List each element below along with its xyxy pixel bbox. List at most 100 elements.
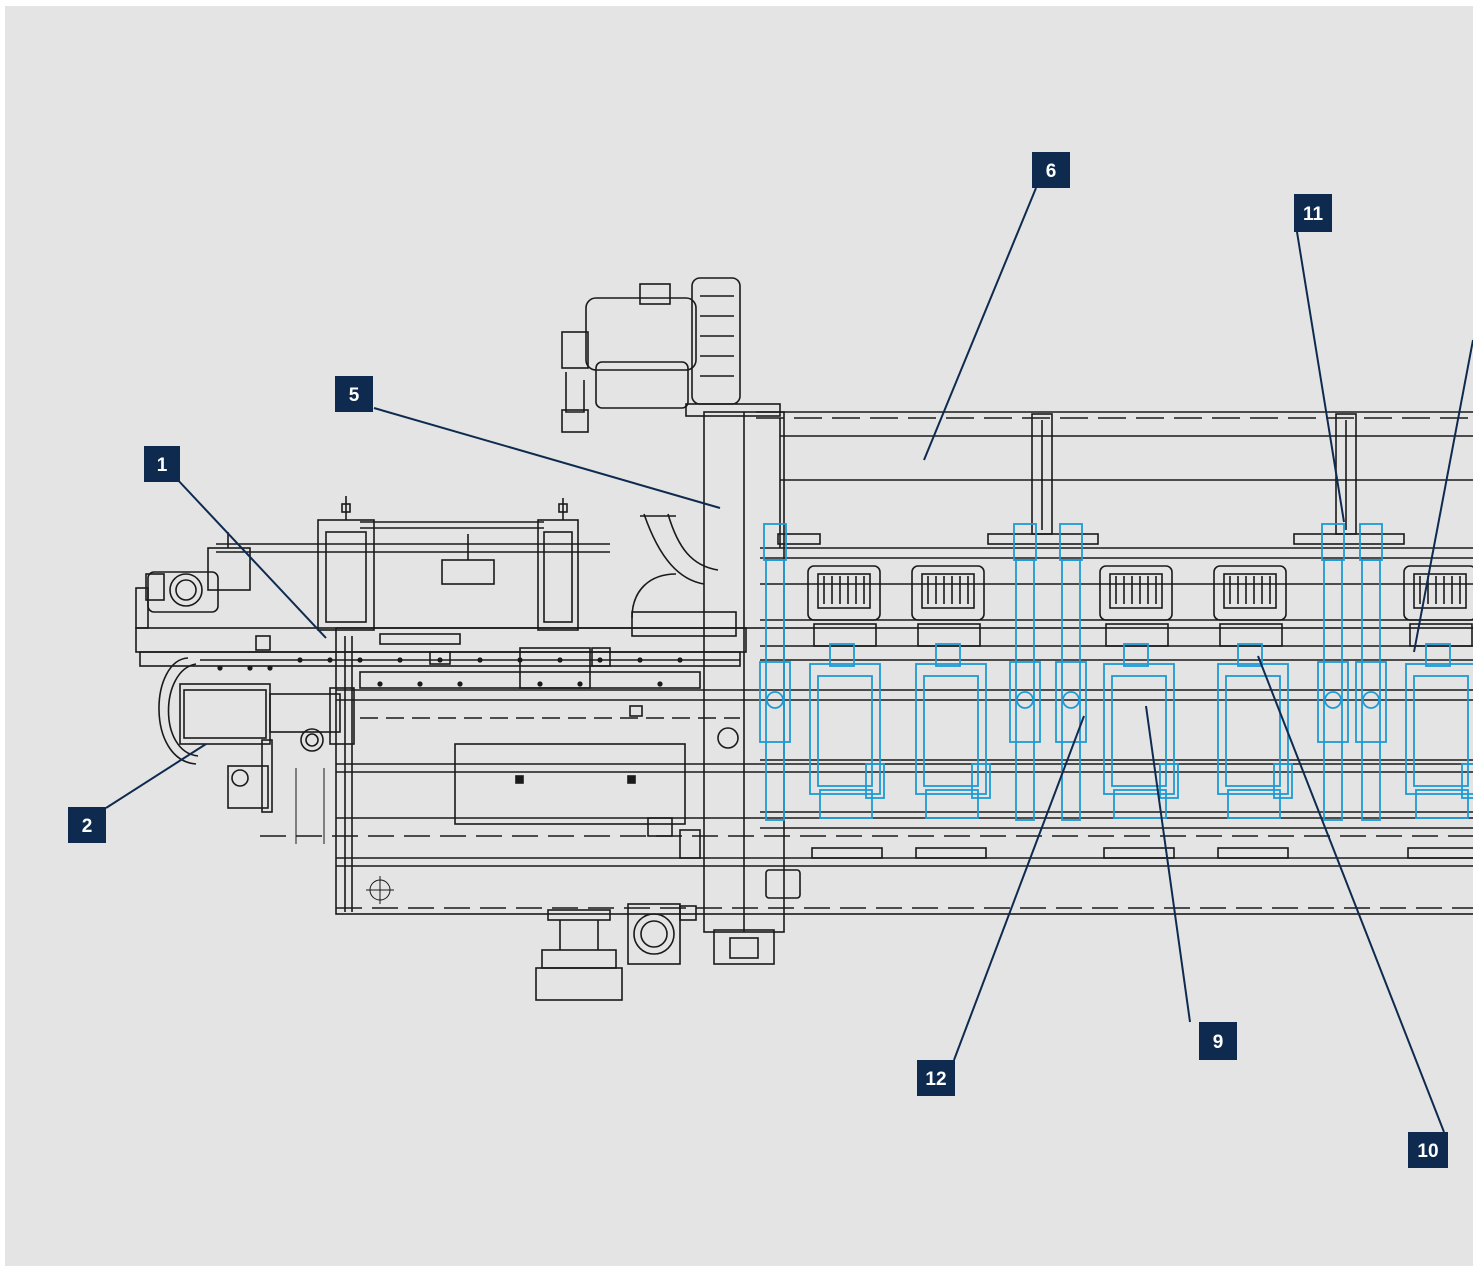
leader-5 xyxy=(373,407,721,509)
spindle-unit xyxy=(1103,643,1179,819)
spindle-cap xyxy=(1425,643,1451,667)
column-carriage xyxy=(1055,661,1087,743)
spindle-inner xyxy=(817,675,873,787)
lifting-column xyxy=(1009,523,1041,821)
column-roller xyxy=(1362,691,1380,709)
top-motor xyxy=(561,277,741,433)
foot-bracket xyxy=(811,847,883,859)
gear-motor xyxy=(145,571,219,613)
head-housing xyxy=(1213,565,1287,621)
lifting-column xyxy=(1055,523,1087,821)
head-housing xyxy=(807,565,881,621)
spindle-base xyxy=(819,789,873,819)
leader-offpage xyxy=(1413,339,1473,653)
spindle-cap xyxy=(829,643,855,667)
head-mount xyxy=(1409,623,1473,647)
spindle-coupler xyxy=(1461,763,1473,799)
leader-2 xyxy=(105,743,207,809)
spindle-base xyxy=(1227,789,1281,819)
svg-text:9: 9 xyxy=(1213,1032,1224,1053)
spindle-coupler xyxy=(865,763,885,799)
leader-11 xyxy=(1296,231,1345,523)
spindle-body xyxy=(1217,663,1289,795)
column-carriage xyxy=(1355,661,1387,743)
leader-1 xyxy=(175,477,327,639)
callout-5: 5 xyxy=(335,376,373,412)
head-mount xyxy=(1219,623,1283,647)
spindle-unit xyxy=(915,643,991,819)
svg-text:2: 2 xyxy=(82,816,93,837)
foot-bracket xyxy=(1217,847,1289,859)
drive-motor xyxy=(158,657,355,813)
leader-9 xyxy=(1145,705,1191,1023)
spindle-head xyxy=(1403,565,1473,859)
spindle-inner xyxy=(1413,675,1469,787)
spindle-inner xyxy=(1225,675,1281,787)
spindle-base xyxy=(1113,789,1167,819)
spindle-base xyxy=(925,789,979,819)
spindle-head xyxy=(911,565,987,859)
head-cooling-fins xyxy=(1109,573,1163,609)
svg-text:10: 10 xyxy=(1417,1141,1438,1162)
callout-9: 9 xyxy=(1199,1022,1237,1060)
column-roller xyxy=(1324,691,1342,709)
pump-assembly xyxy=(535,903,697,1001)
spindle-unit xyxy=(809,643,885,819)
callout-12: 12 xyxy=(917,1060,955,1096)
drawing-background xyxy=(5,6,1473,1266)
svg-text:5: 5 xyxy=(349,385,360,406)
spindle-body xyxy=(809,663,881,795)
spindle-body xyxy=(1103,663,1175,795)
spindle-coupler xyxy=(971,763,991,799)
foot-bracket xyxy=(1103,847,1175,859)
column-shaft xyxy=(1061,559,1081,821)
spindle-body xyxy=(1405,663,1473,795)
leader-10 xyxy=(1257,655,1445,1133)
infeed-conveyor xyxy=(135,587,747,719)
head-mount xyxy=(813,623,877,647)
callout-10: 10 xyxy=(1408,1132,1448,1168)
head-cooling-fins xyxy=(1413,573,1467,609)
spindle-head xyxy=(1213,565,1289,859)
spindle-inner xyxy=(923,675,979,787)
spindle-heads xyxy=(807,565,1473,859)
spindle-coupler xyxy=(1159,763,1179,799)
spindle-cap xyxy=(1237,643,1263,667)
head-cooling-fins xyxy=(817,573,871,609)
spindle-coupler xyxy=(1273,763,1293,799)
callout-1: 1 xyxy=(144,446,180,482)
column-shaft xyxy=(1323,559,1343,821)
lifting-column xyxy=(759,523,791,821)
foot-bracket xyxy=(1407,847,1473,859)
measure-lines xyxy=(295,768,394,904)
spindle-cap xyxy=(1123,643,1149,667)
callout-2: 2 xyxy=(68,807,106,843)
column-carriage xyxy=(759,661,791,743)
head-housing xyxy=(1403,565,1473,621)
foot-bracket xyxy=(915,847,987,859)
head-mount xyxy=(1105,623,1169,647)
column-roller xyxy=(1016,691,1034,709)
infeed-bolts xyxy=(217,657,683,687)
lifting-column xyxy=(1355,523,1387,821)
machine-diagram: 1 2 5 6 9 10 11 12 xyxy=(5,6,1473,1266)
head-housing xyxy=(911,565,985,621)
spindle-base xyxy=(1415,789,1469,819)
callout-11: 11 xyxy=(1294,194,1332,232)
head-cooling-fins xyxy=(921,573,975,609)
column-shaft xyxy=(765,559,785,821)
infeed-guides xyxy=(207,496,610,631)
main-frame xyxy=(260,627,1473,915)
technical-drawing: 1 2 5 6 9 10 11 12 xyxy=(5,6,1473,1266)
column-carriage xyxy=(1317,661,1349,743)
spindle-body xyxy=(915,663,987,795)
column-shaft xyxy=(1015,559,1035,821)
lifting-column xyxy=(1317,523,1349,821)
callout-6: 6 xyxy=(1032,152,1070,188)
column-carriage xyxy=(1009,661,1041,743)
spindle-head xyxy=(1099,565,1175,859)
spindle-unit xyxy=(1405,643,1473,819)
highlighted-units xyxy=(759,523,1473,821)
elbow-pipe xyxy=(631,513,737,637)
spindle-cap xyxy=(935,643,961,667)
